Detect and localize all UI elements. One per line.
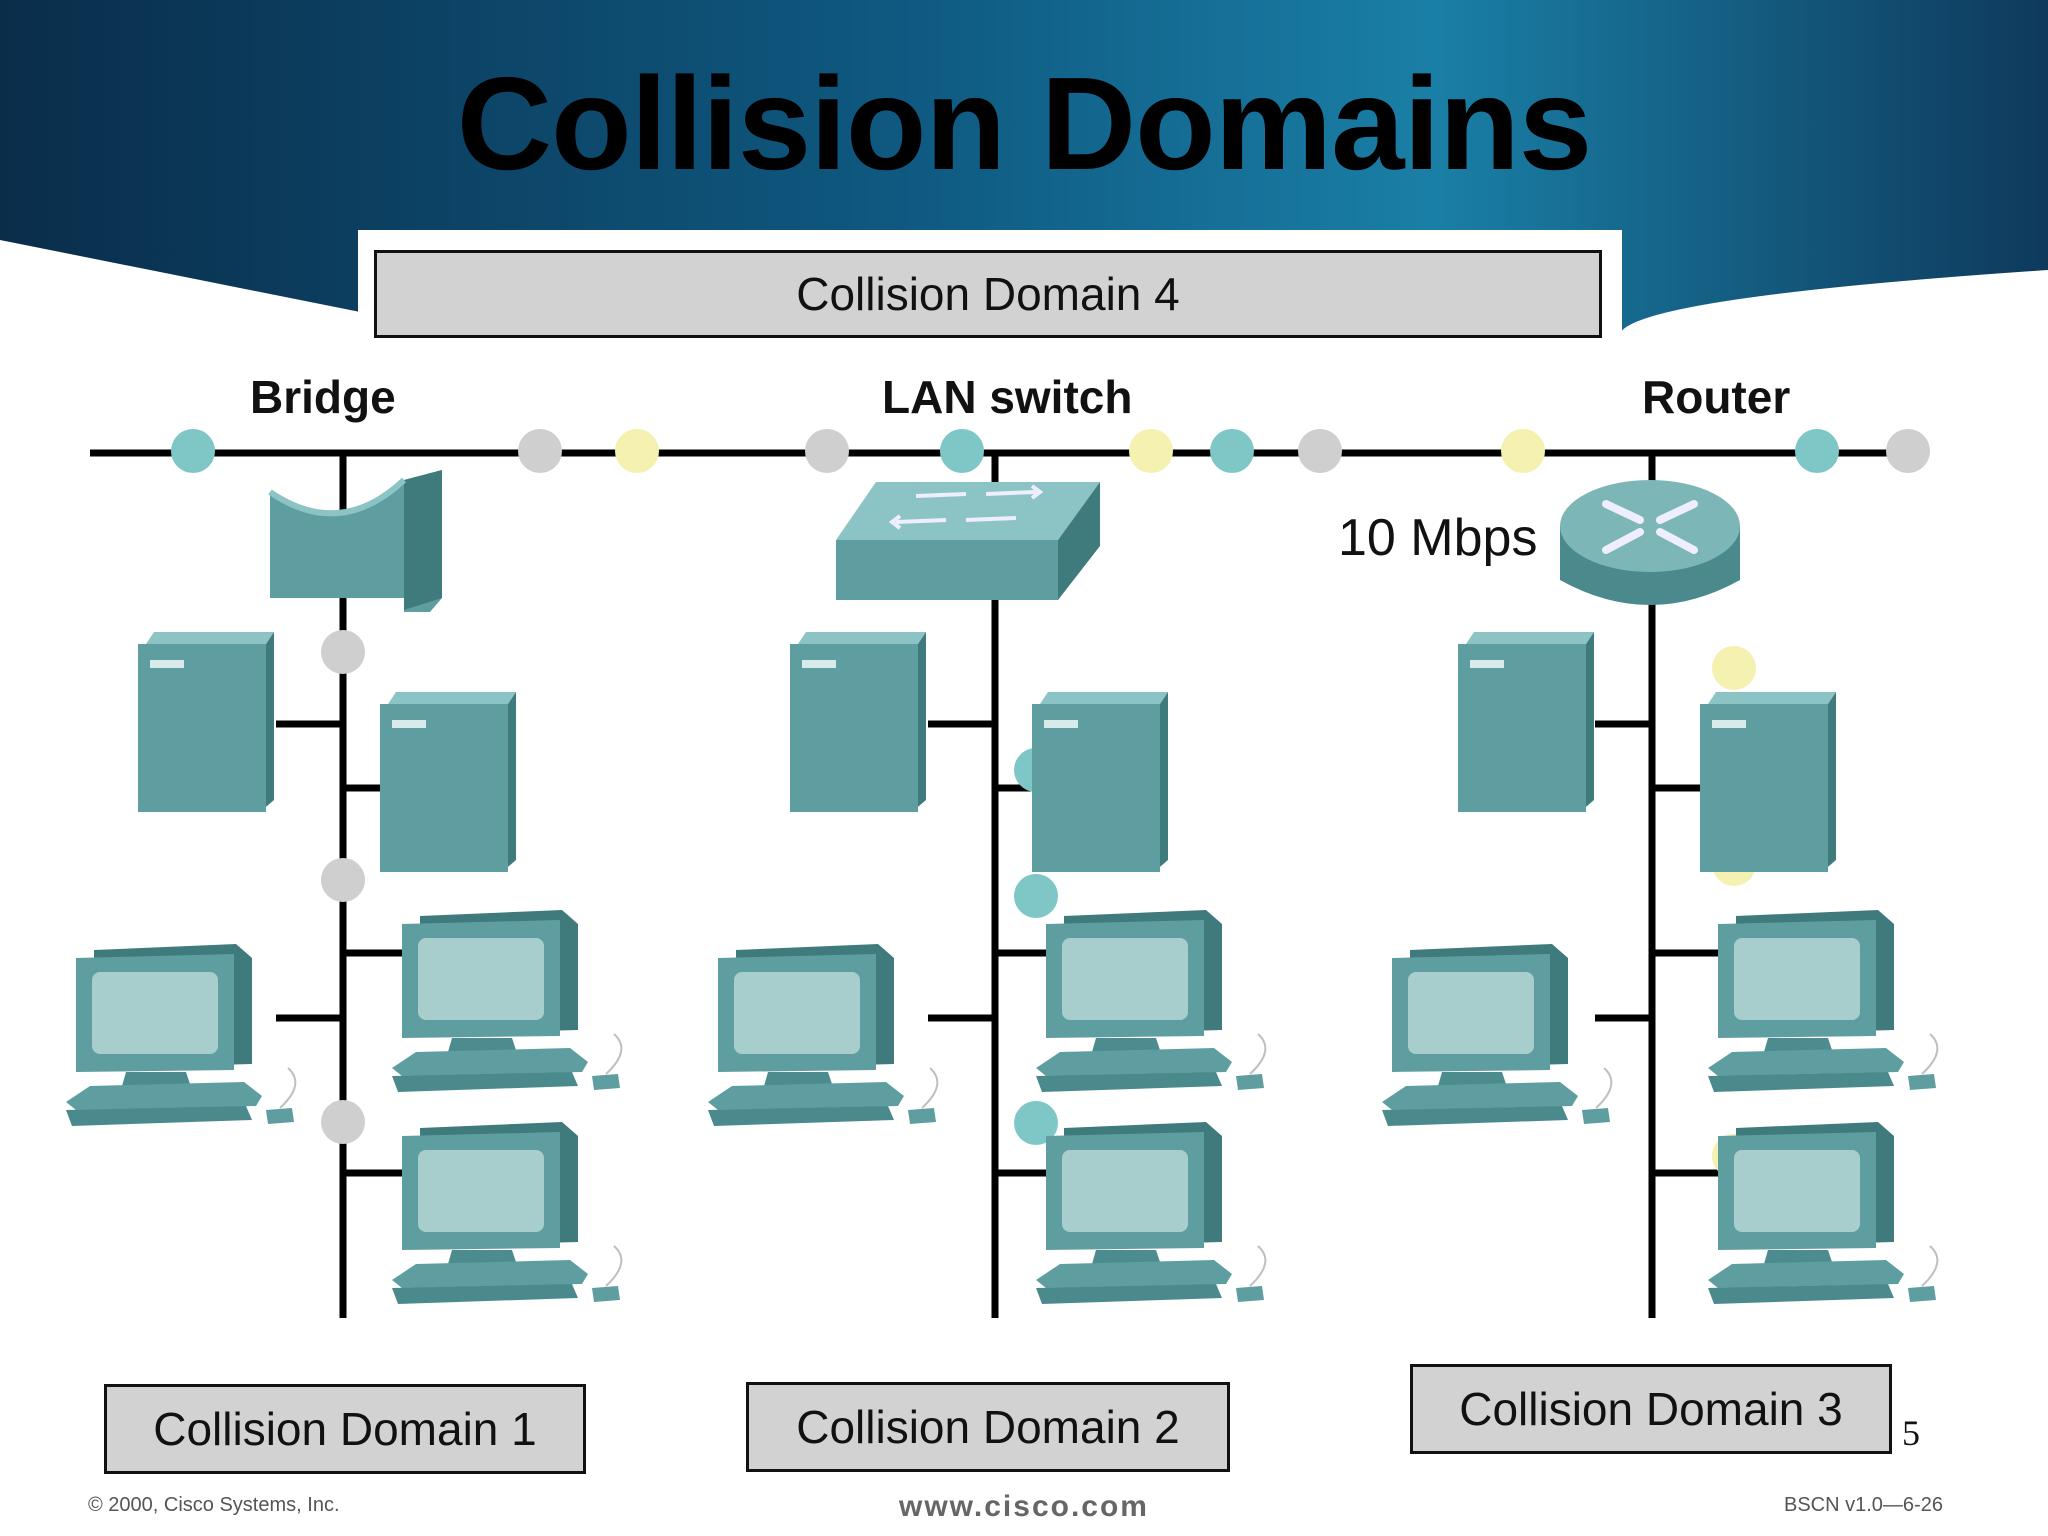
bridge-label: Bridge [250, 371, 396, 423]
collision-domain-4-label: Collision Domain 4 [374, 250, 1602, 338]
workstation-icon [65, 943, 297, 1127]
server-icon [380, 692, 516, 872]
workstation-icon [1035, 909, 1267, 1093]
collision-domain-3-label: Collision Domain 3 [1410, 1364, 1892, 1454]
server-icon [1700, 692, 1836, 872]
workstation-icon [391, 909, 623, 1093]
lan-switch-icon [836, 482, 1100, 600]
workstation-icon [1381, 943, 1613, 1127]
slide-number: 5 [1902, 1413, 1920, 1453]
workstation-icon [391, 1121, 623, 1305]
router-label: Router [1642, 371, 1791, 423]
footer-course-code: BSCN v1.0—6-26 [1784, 1494, 1943, 1516]
lan-switch-label: LAN switch [882, 371, 1133, 423]
footer-url: www.cisco.com [899, 1490, 1149, 1523]
server-icon [1032, 692, 1168, 872]
slide-title: Collision Domains [456, 50, 1592, 197]
collision-domain-2-label: Collision Domain 2 [746, 1382, 1230, 1472]
link-speed-label: 10 Mbps [1338, 509, 1538, 567]
workstation-icon [1707, 909, 1939, 1093]
server-icon [138, 632, 274, 812]
footer-copyright: © 2000, Cisco Systems, Inc. [88, 1494, 340, 1516]
collision-domain-1-label: Collision Domain 1 [104, 1384, 586, 1474]
server-icon [1458, 632, 1594, 812]
bridge-icon [268, 470, 442, 612]
workstation-icon [1035, 1121, 1267, 1305]
workstation-icon [707, 943, 939, 1127]
server-icon [790, 632, 926, 812]
workstation-icon [1707, 1121, 1939, 1305]
router-icon [1560, 480, 1740, 605]
